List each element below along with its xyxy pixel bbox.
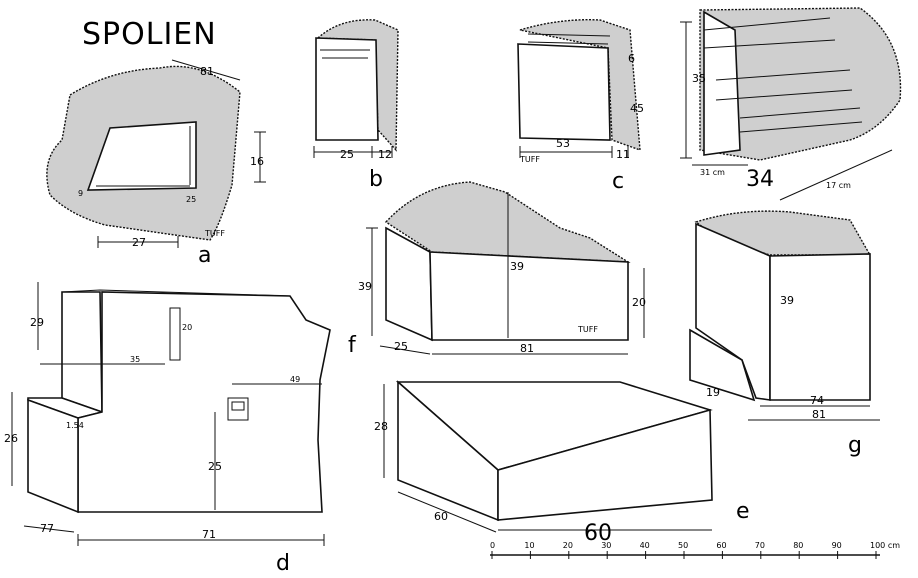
scale-tick-label: 50 (678, 541, 688, 550)
svg-text:53: 53 (556, 137, 570, 150)
svg-text:71: 71 (202, 528, 216, 541)
figure-d: 29 20 26 25 77 71 1.54 49 35 d (4, 282, 331, 576)
svg-text:11: 11 (616, 148, 630, 161)
svg-text:b: b (369, 167, 383, 192)
svg-text:31 cm: 31 cm (700, 168, 725, 177)
svg-text:TUFF: TUFF (577, 325, 598, 334)
figure-f: 39 25 81 39 20 TUFF f (348, 181, 646, 358)
svg-text:c: c (612, 169, 624, 194)
figure-b: 25 12 b (313, 19, 399, 192)
svg-text:25: 25 (340, 148, 354, 161)
svg-text:81: 81 (520, 342, 534, 355)
svg-text:f: f (348, 333, 357, 358)
scale-tick-label: 30 (601, 541, 611, 550)
svg-text:81: 81 (200, 65, 214, 78)
scale-tick-label: 70 (755, 541, 765, 550)
svg-text:6: 6 (628, 52, 635, 65)
svg-text:26: 26 (4, 432, 18, 445)
sheet-title: SPOLIEN (82, 17, 217, 52)
svg-text:g: g (848, 433, 862, 458)
svg-text:TUFF: TUFF (204, 229, 225, 238)
figure-34: 35 31 cm 17 cm 34 (680, 7, 902, 201)
scale-tick-label: 80 (793, 541, 803, 550)
svg-text:77: 77 (40, 522, 54, 535)
svg-text:27: 27 (132, 236, 146, 249)
svg-text:28: 28 (374, 420, 388, 433)
svg-text:16: 16 (250, 155, 264, 168)
svg-text:39: 39 (510, 260, 524, 273)
scale-bar: 0 10 20 30 40 50 60 70 80 90 100 cm (490, 541, 900, 559)
svg-text:20: 20 (182, 323, 192, 332)
svg-text:74: 74 (810, 394, 824, 407)
figure-c: 53 11 6 45 TUFF c (517, 19, 644, 194)
svg-text:25: 25 (394, 340, 408, 353)
figure-e: 28 60 60 e (374, 380, 750, 546)
svg-text:39: 39 (358, 280, 372, 293)
svg-text:39: 39 (780, 294, 794, 307)
svg-text:25: 25 (186, 195, 196, 204)
svg-text:34: 34 (746, 167, 774, 192)
scale-tick-label: 90 (832, 541, 842, 550)
svg-text:19: 19 (706, 386, 720, 399)
scale-tick-label: 0 (490, 541, 495, 550)
svg-text:45: 45 (630, 102, 644, 115)
svg-text:49: 49 (290, 375, 300, 384)
svg-text:a: a (198, 243, 211, 268)
svg-text:35: 35 (130, 355, 140, 364)
svg-text:35: 35 (692, 72, 706, 85)
svg-text:60: 60 (584, 521, 612, 546)
svg-text:20: 20 (632, 296, 646, 309)
svg-text:60: 60 (434, 510, 448, 523)
svg-text:d: d (276, 551, 290, 576)
figure-g: 39 74 81 19 g (689, 210, 880, 458)
scale-tick-label: 40 (640, 541, 650, 550)
svg-text:81: 81 (812, 408, 826, 421)
scale-tick-label: 20 (563, 541, 573, 550)
svg-text:29: 29 (30, 316, 44, 329)
figure-a: 81 16 27 9 25 TUFF a (46, 59, 266, 268)
scale-tick-label: 100 cm (870, 541, 900, 550)
scale-tick-label: 60 (716, 541, 726, 550)
svg-text:e: e (736, 499, 750, 524)
svg-text:9: 9 (78, 189, 83, 198)
svg-text:25: 25 (208, 460, 222, 473)
svg-text:17 cm: 17 cm (826, 181, 851, 190)
svg-text:1.54: 1.54 (66, 421, 84, 430)
svg-text:12: 12 (378, 148, 392, 161)
svg-text:TUFF: TUFF (519, 155, 540, 164)
scale-tick-label: 10 (524, 541, 534, 550)
